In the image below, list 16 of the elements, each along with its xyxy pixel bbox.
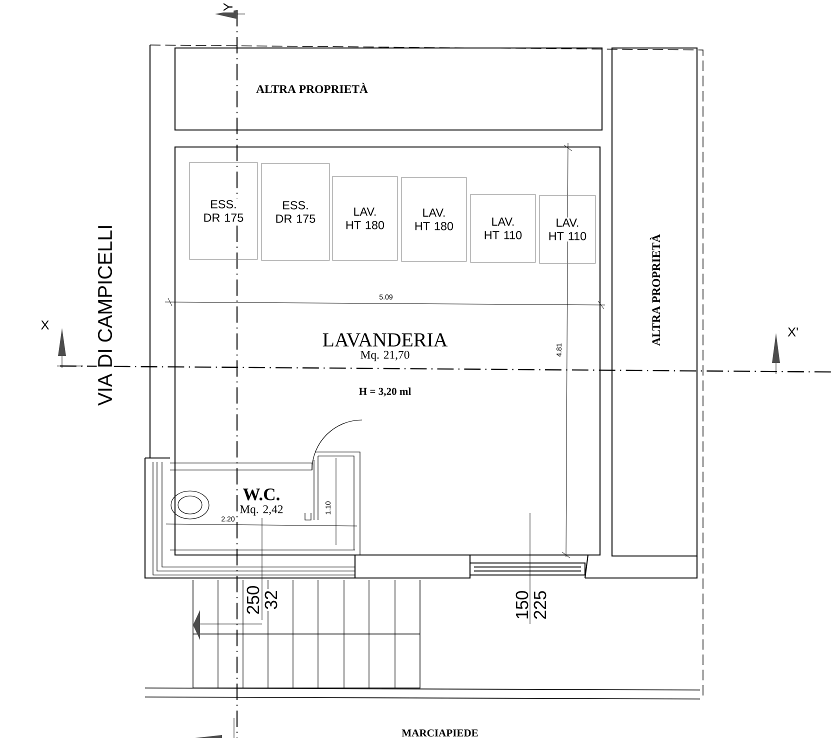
appliance-box: ESS. DR 175: [261, 163, 330, 261]
axis-label: Y: [222, 2, 234, 12]
room-outline: ALTRA PROPRIETÀ: [611, 47, 698, 557]
dimension-label: 250: [246, 584, 260, 616]
dimension-label: 32: [264, 589, 278, 611]
street-label: VIA DI CAMPICELLI: [96, 223, 114, 407]
room-label: W.C. Mq. 2,42: [240, 488, 283, 516]
appliance-box: LAV. HT 180: [332, 176, 398, 261]
axis-label: X: [40, 319, 50, 331]
appliance-box: LAV. HT 110: [470, 194, 536, 263]
appliance-box: LAV. HT 180: [401, 177, 467, 262]
room-outline: ALTRA PROPRIETÀ: [174, 47, 603, 131]
dimension-label: 150: [514, 589, 530, 621]
appliance-box: LAV. HT 110: [539, 195, 596, 264]
dimension-label: 225: [532, 589, 548, 621]
appliance-box: ESS. DR 175: [189, 162, 258, 260]
